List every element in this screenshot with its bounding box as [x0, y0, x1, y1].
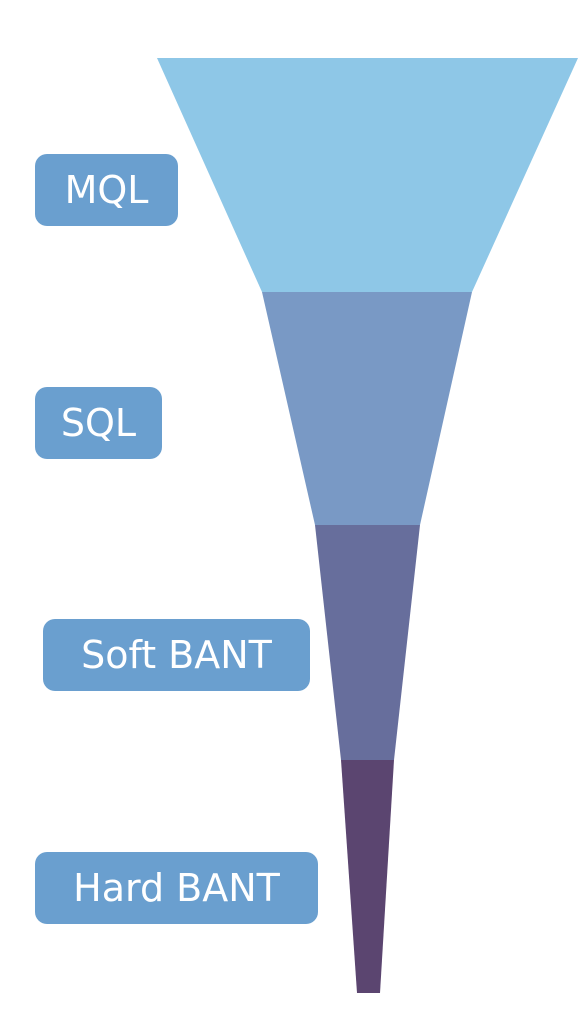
- funnel-stage-soft-bant: [315, 525, 420, 760]
- stage-label-hard-bant: Hard BANT: [35, 852, 318, 924]
- stage-label-sql: SQL: [35, 387, 162, 459]
- funnel-stage-hard-bant: [341, 760, 394, 993]
- funnel-stage-mql: [157, 58, 578, 292]
- stage-label-mql: MQL: [35, 154, 178, 226]
- funnel-stage-sql: [262, 292, 472, 525]
- stage-label-soft-bant: Soft BANT: [43, 619, 310, 691]
